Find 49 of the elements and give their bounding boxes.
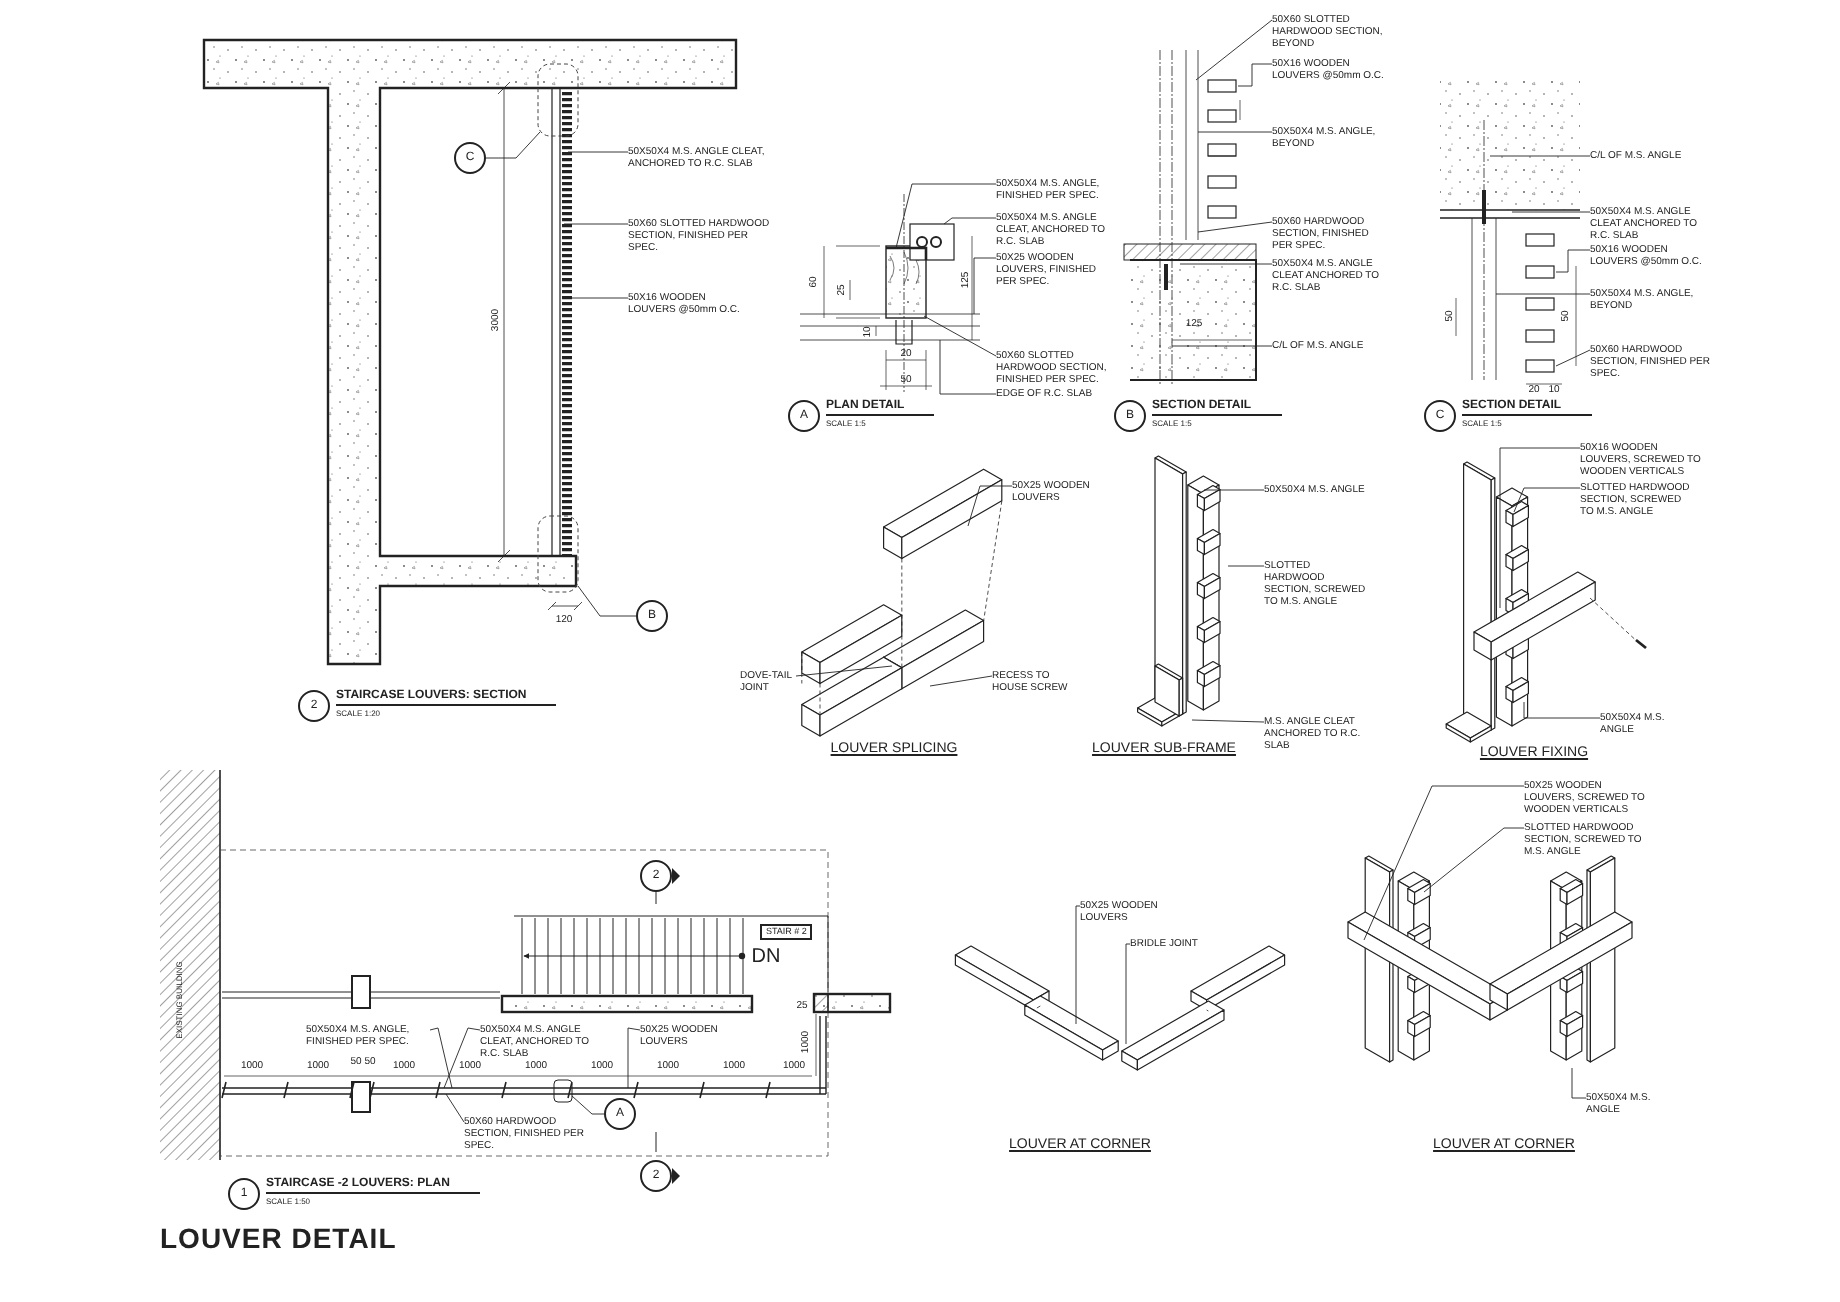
leader-line	[1171, 345, 1273, 347]
leader-line	[577, 585, 637, 617]
leader-line	[923, 315, 997, 357]
section-detail-drawing	[1123, 49, 1257, 385]
leader-line	[1179, 263, 1273, 265]
leader-line	[1555, 249, 1591, 273]
leader-line	[429, 1027, 453, 1089]
leader-line	[567, 151, 629, 153]
leader-line	[1555, 349, 1591, 367]
leader-line	[1523, 701, 1601, 719]
leader-line	[967, 485, 1013, 527]
leader-line	[571, 1095, 605, 1115]
louver-corner-drawing	[1347, 855, 1633, 1063]
leader-line	[1495, 293, 1591, 295]
leader-line	[795, 665, 893, 677]
leader-line	[627, 1027, 641, 1089]
leader-line	[563, 223, 629, 225]
leader-line	[569, 297, 629, 299]
leader-line	[929, 675, 993, 687]
leader-line	[1191, 719, 1265, 723]
leader-line	[445, 1093, 465, 1123]
direction-label: DN	[751, 952, 781, 964]
leader-line	[443, 1027, 481, 1089]
leader-line	[973, 257, 997, 315]
leader-line	[943, 217, 997, 225]
leader-line	[1197, 221, 1273, 233]
drawing-title: LOUVER DETAIL	[160, 1222, 397, 1254]
leader-line	[1423, 827, 1525, 893]
leader-line	[1511, 211, 1591, 213]
leader-line	[1363, 785, 1525, 941]
leader-line	[1125, 943, 1131, 1045]
leader-line	[1197, 131, 1273, 133]
leader-line	[1499, 447, 1581, 609]
plan-detail-drawing	[799, 193, 981, 393]
leader-line	[1489, 155, 1591, 157]
louver-sub-frame-drawing	[1137, 455, 1221, 727]
leader-line	[939, 339, 997, 395]
louver-line-drawing	[221, 1079, 827, 1113]
leader-line	[1075, 905, 1081, 1025]
leader-line	[485, 131, 541, 159]
leader-line	[1237, 63, 1273, 87]
leader-line	[1195, 19, 1273, 81]
louver-corner-drawing	[954, 945, 1286, 1071]
leader-line	[1203, 489, 1265, 491]
leader-line	[1227, 565, 1265, 567]
leader-line	[895, 183, 997, 249]
leader-line	[1513, 487, 1581, 513]
section-detail-drawing	[1439, 80, 1581, 381]
leader-line	[1571, 1067, 1587, 1099]
